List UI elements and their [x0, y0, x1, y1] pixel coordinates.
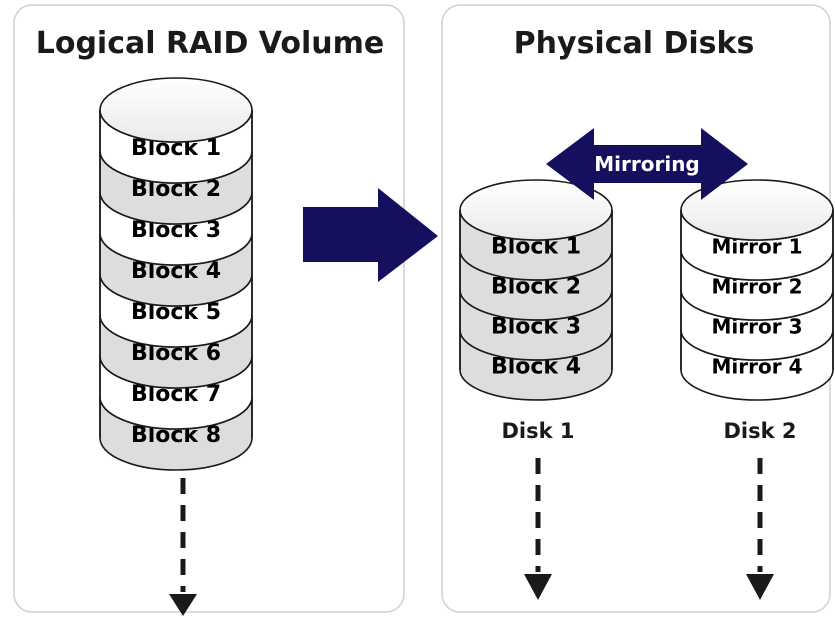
- disk1-down-arrow-icon: [524, 574, 552, 600]
- logical-block-top-cap: [99, 77, 253, 143]
- physical-disks-title: Physical Disks: [514, 26, 755, 61]
- right-arrow-icon: [303, 188, 438, 282]
- disk1-label: Disk 1: [501, 419, 574, 443]
- logical-volume-title: Logical RAID Volume: [36, 26, 385, 61]
- mirroring-label: Mirroring: [594, 152, 700, 176]
- disk2-down-arrow-icon: [746, 574, 774, 600]
- logical-volume-down-arrow-icon: [169, 594, 197, 616]
- mirroring-double-arrow-icon: [546, 128, 748, 200]
- disk2-label: Disk 2: [723, 419, 796, 443]
